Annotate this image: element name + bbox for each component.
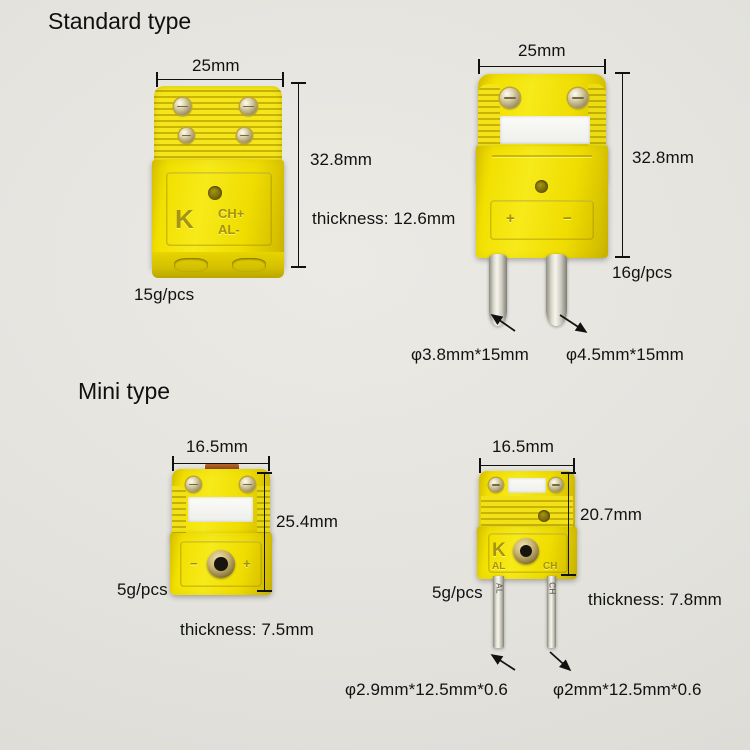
dimension-line-width-mini-female: [172, 456, 270, 471]
center-hole-mini-male: [538, 510, 550, 522]
weight-label-standard-female: 15g/pcs: [134, 285, 195, 304]
dimension-label-width-standard-female: 25mm: [192, 56, 240, 75]
screw-top-right: [240, 98, 257, 115]
dimension-line-height-standard-male: [615, 72, 630, 258]
dimension-label-width-mini-female: 16.5mm: [186, 437, 249, 456]
weight-label-standard-male: 16g/pcs: [612, 263, 673, 282]
weight-label-mini-female: 5g/pcs: [117, 580, 168, 599]
dimension-label-thickness-mini-female: thickness: 7.5mm: [180, 620, 314, 639]
cable-grip-standard-female: [154, 86, 282, 170]
marking-type-code-standard-female: K: [175, 204, 194, 234]
screw-left-mini-female: [186, 477, 201, 492]
white-id-label-standard-male: [500, 116, 590, 144]
dimension-line-height-standard-female: [291, 82, 306, 268]
side-ribs-right-mini-female: [257, 486, 270, 536]
ribs-mini-male: [481, 496, 573, 528]
pin-spec-left-standard-male: φ3.8mm*15mm: [411, 345, 529, 364]
marking-negative-mini-female: −: [190, 556, 198, 571]
pin-spec-left-mini-male: φ2.9mm*12.5mm*0.6: [345, 680, 508, 699]
dimension-label-height-mini-female: 25.4mm: [276, 512, 339, 531]
pin-callout-arrows-mini-male: [490, 651, 572, 672]
marking-positive-mini-male: CH: [543, 561, 558, 572]
socket-center-mini-male: [513, 538, 539, 564]
screw-mid-left: [179, 128, 194, 143]
dimension-label-thickness-mini-male: thickness: 7.8mm: [588, 590, 722, 609]
marking-negative-standard-female: AL-: [218, 222, 240, 237]
dimension-label-height-mini-male: 20.7mm: [580, 505, 643, 524]
screw-left-standard-male: [500, 88, 520, 108]
marking-negative-standard-male: −: [563, 210, 572, 227]
body-standard-female: [152, 160, 284, 270]
screw-top-left: [174, 98, 191, 115]
marking-positive-standard-male: +: [506, 210, 515, 227]
dimension-label-width-mini-male: 16.5mm: [492, 437, 555, 456]
dimension-line-height-mini-male: [561, 472, 576, 576]
pin-right-mini-male: CH: [547, 576, 556, 648]
dimension-line-width-mini-male: [479, 458, 575, 473]
screw-right-mini-female: [240, 477, 255, 492]
marking-positive-standard-female: CH+: [218, 206, 245, 221]
body-bottom-standard-male: [476, 146, 608, 258]
white-id-label-mini-male: [508, 478, 546, 493]
socket-right-standard-female: [232, 258, 266, 272]
pin-left-label-mini-male: AL: [494, 583, 503, 594]
marking-negative-mini-male: AL: [492, 561, 506, 572]
pin-spec-right-mini-male: φ2mm*12.5mm*0.6: [553, 680, 702, 699]
screw-right-mini-male: [549, 478, 563, 492]
screw-right-standard-male: [568, 88, 588, 108]
center-hole-standard-female: [208, 186, 222, 200]
socket-center-mini-female: [207, 550, 235, 578]
marking-type-code-mini-male: K: [492, 540, 506, 561]
pin-right-standard-male: [546, 254, 567, 326]
pin-callout-arrows-standard-male: [490, 314, 588, 333]
dimension-label-height-standard-female: 32.8mm: [310, 150, 373, 169]
screw-left-mini-male: [489, 478, 503, 492]
pin-left-standard-male: [489, 254, 507, 326]
dimension-label-thickness-standard-female: thickness: 12.6mm: [312, 209, 456, 228]
rib-line-standard-male: [492, 155, 592, 157]
socket-face-standard-female: [152, 252, 284, 278]
weight-label-mini-male: 5g/pcs: [432, 583, 483, 602]
pin-spec-right-standard-male: φ4.5mm*15mm: [566, 345, 684, 364]
screw-mid-right: [237, 128, 252, 143]
section-title-standard: Standard type: [48, 8, 192, 34]
white-id-label-mini-female: [188, 497, 253, 522]
side-ribs-left-mini-female: [172, 486, 186, 536]
pin-left-mini-male: AL: [493, 576, 504, 648]
dimension-label-width-standard-male: 25mm: [518, 41, 566, 60]
dimension-line-width-standard-female: [156, 72, 284, 87]
dimension-line-width-standard-male: [478, 59, 606, 74]
center-hole-standard-male: [535, 180, 548, 193]
socket-left-standard-female: [174, 258, 208, 272]
section-title-mini: Mini type: [78, 378, 171, 404]
dimension-label-height-standard-male: 32.8mm: [632, 148, 695, 167]
pin-right-label-mini-male: CH: [547, 582, 556, 595]
dimension-line-height-mini-female: [257, 472, 272, 592]
cable-entry-mini-female: [205, 463, 239, 470]
marking-positive-mini-female: +: [243, 556, 251, 571]
